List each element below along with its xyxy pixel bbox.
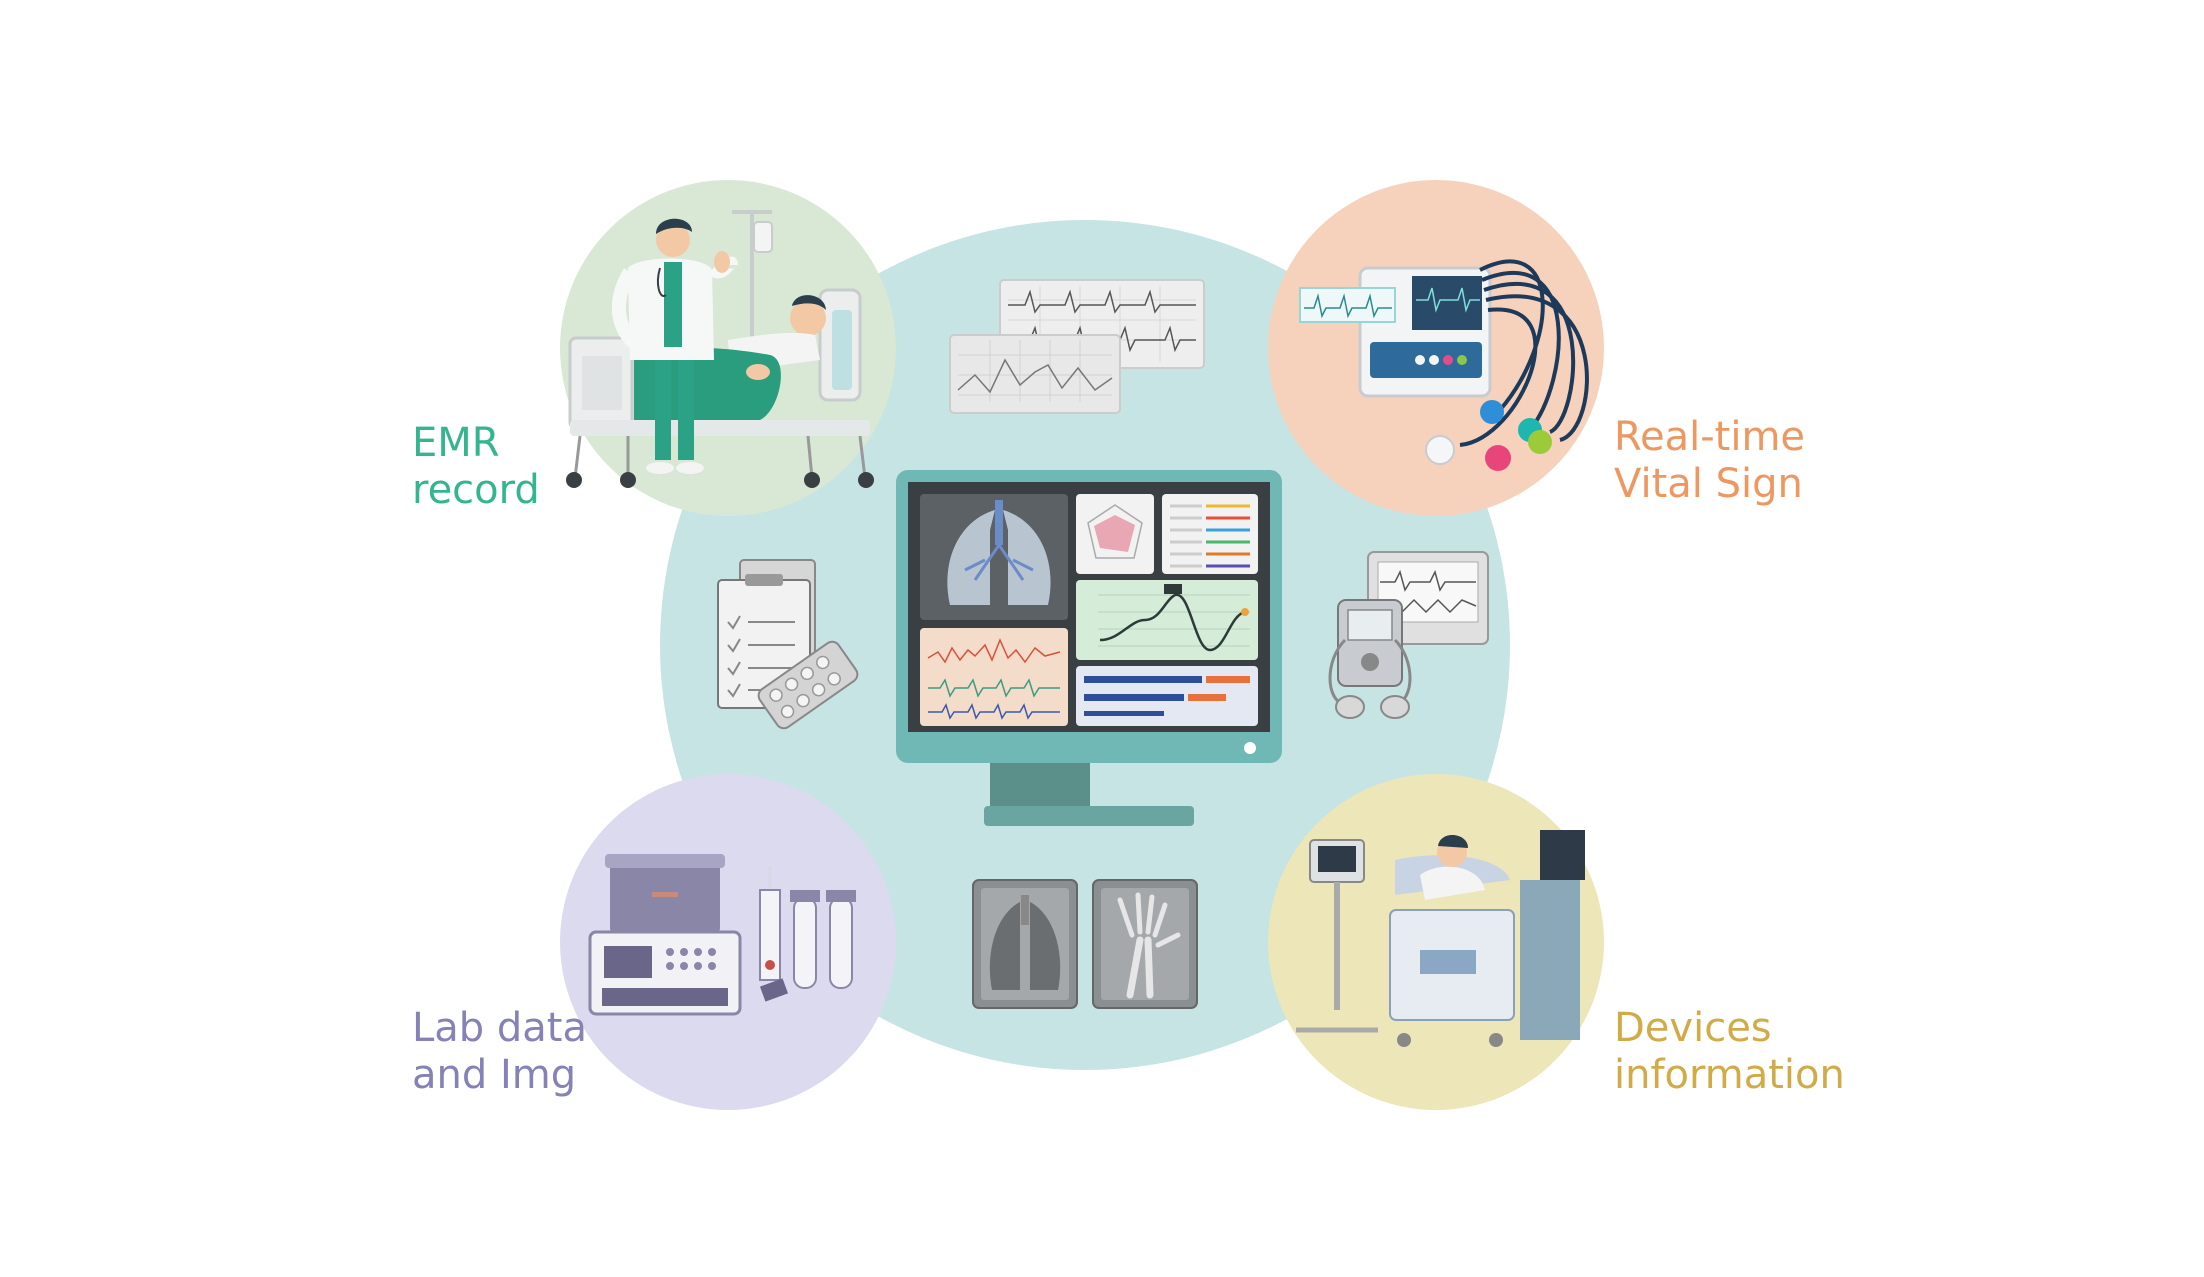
lab-data-node [560, 774, 896, 1110]
devices-info-node [1268, 774, 1604, 1110]
xray-films [972, 879, 1198, 1009]
line-graph-panel [1076, 580, 1258, 660]
vital-sign-label: Real-time Vital Sign [1614, 414, 1806, 507]
emr-record-node [560, 180, 896, 516]
central-monitor [896, 470, 1282, 826]
holter-monitor-icon [1328, 551, 1489, 719]
vital-sign-node [1268, 180, 1604, 516]
emr-record-label: EMR record [412, 420, 540, 513]
pill-blister-icon [757, 640, 859, 730]
ecg-printouts [949, 279, 1205, 414]
lab-data-label: Lab data and Img [412, 1005, 587, 1098]
devices-info-label: Devices information [1614, 1005, 1845, 1098]
